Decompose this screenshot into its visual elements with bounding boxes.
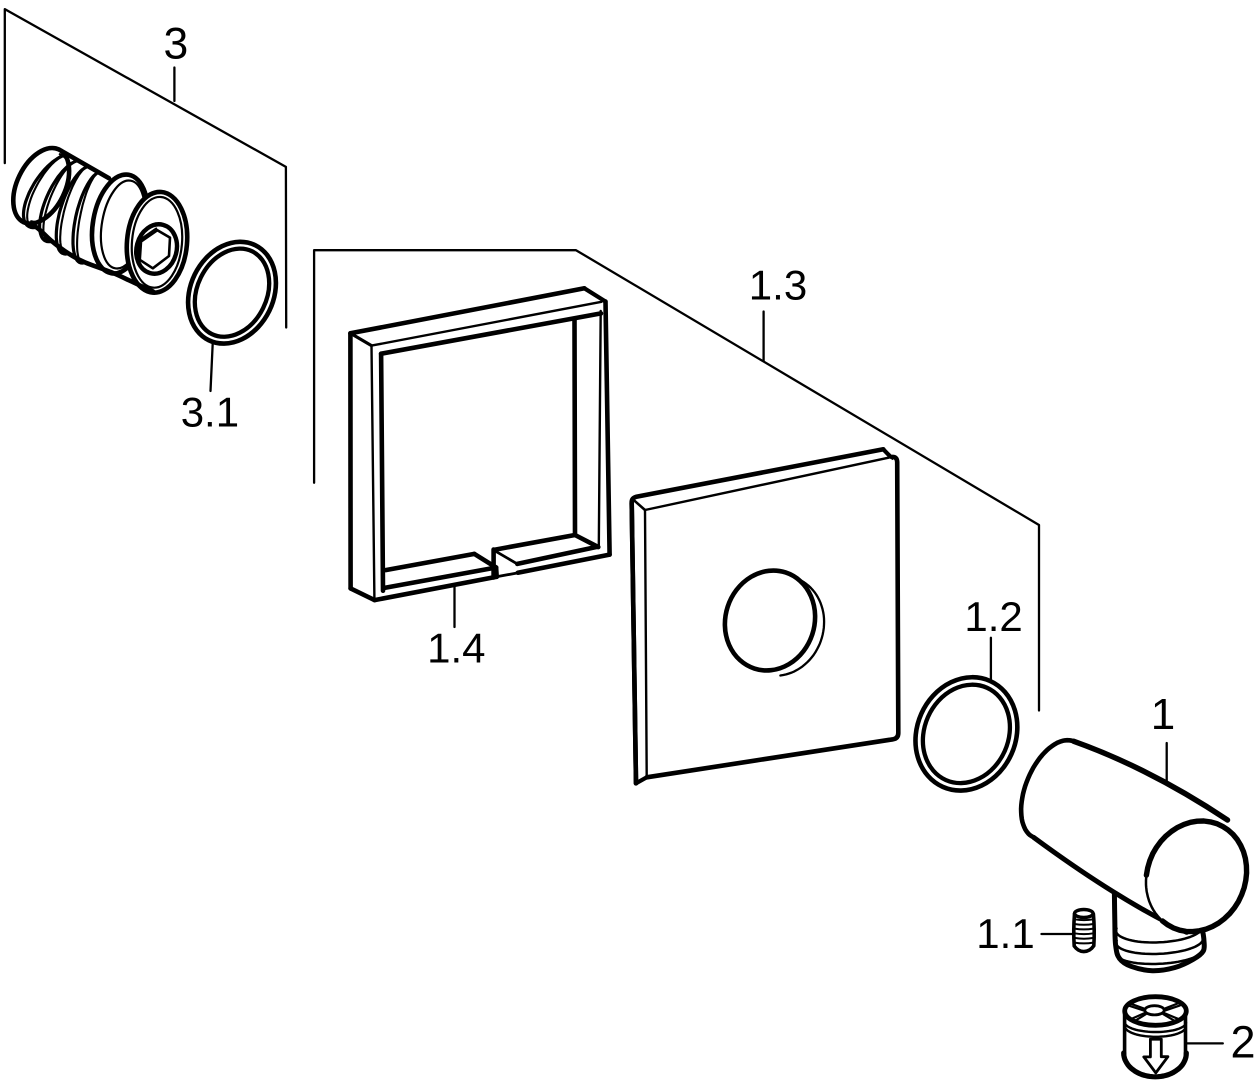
svg-text:3.1: 3.1: [181, 388, 239, 435]
svg-text:1.2: 1.2: [964, 593, 1022, 640]
svg-text:1: 1: [1151, 690, 1175, 739]
svg-text:1.1: 1.1: [976, 910, 1034, 957]
svg-text:1.4: 1.4: [427, 624, 485, 671]
svg-text:1.3: 1.3: [749, 262, 807, 309]
svg-text:2: 2: [1230, 1016, 1255, 1067]
svg-text:3: 3: [164, 20, 189, 69]
